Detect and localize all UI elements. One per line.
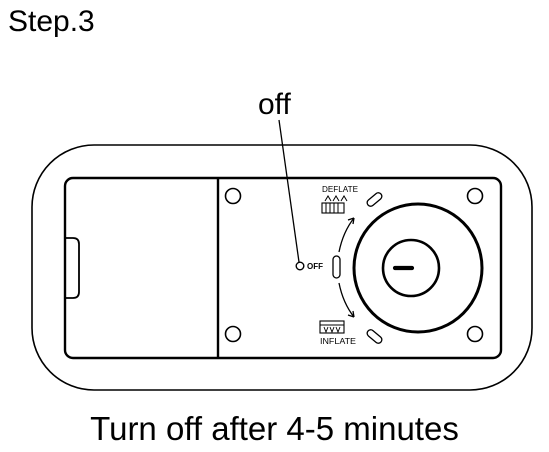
- dial-knob[interactable]: [381, 238, 441, 298]
- deflate-label: DEFLATE: [322, 185, 358, 194]
- screw-bottom-right: [466, 325, 484, 343]
- off-slot: [332, 255, 341, 279]
- inflate-mode-icon: [319, 320, 345, 334]
- deflate-slot: [366, 192, 383, 207]
- inflate-slot: [366, 329, 383, 344]
- callout-line: [278, 119, 300, 263]
- arrow-head-inflate: [347, 310, 355, 318]
- inner-frame: [63, 176, 503, 360]
- arrow-to-deflate: [338, 217, 355, 253]
- side-notch: [65, 237, 80, 299]
- deflate-mode-icon: [321, 195, 348, 214]
- off-point: [295, 261, 305, 271]
- step-title: Step.3: [8, 5, 95, 38]
- arrow-to-inflate: [338, 282, 355, 318]
- arrow-head-deflate: [347, 217, 355, 225]
- off-label: OFF: [307, 262, 323, 271]
- screw-top-right: [466, 187, 484, 205]
- screw-bottom-left: [224, 325, 242, 343]
- housing-outline: [31, 144, 533, 391]
- inflate-label: INFLATE: [320, 337, 356, 346]
- instruction-caption: Turn off after 4-5 minutes: [90, 410, 459, 447]
- screw-top-left: [224, 187, 242, 205]
- callout-label: off: [258, 88, 291, 121]
- dial-outer-ring: [352, 202, 484, 334]
